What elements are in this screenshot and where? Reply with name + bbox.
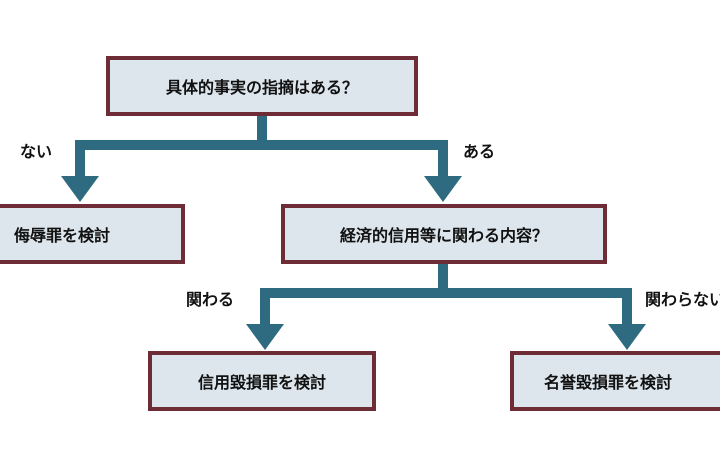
root-stem: [257, 116, 267, 148]
not-related-branch-arrowhead: [608, 324, 646, 350]
credit-defamation-box: 信用毀損罪を検討: [148, 351, 376, 411]
yes-branch-arrowhead: [424, 176, 462, 202]
edge-label-related: 関わる: [186, 290, 235, 309]
insult-text: 侮辱罪を検討: [14, 226, 111, 245]
root-branch: [75, 140, 448, 150]
credit-question-text: 経済的信用等に関わる内容？: [339, 226, 548, 245]
defamation-box: 名誉毀損罪を検討: [510, 351, 720, 411]
credit-branch: [260, 288, 632, 298]
insult-box: 侮辱罪を検討: [0, 204, 185, 264]
related-branch-shaft: [260, 288, 270, 326]
no-branch-arrowhead: [61, 176, 99, 202]
edge-label-yes: ある: [463, 142, 496, 161]
related-branch-arrowhead: [246, 324, 284, 350]
no-branch-shaft: [75, 140, 85, 178]
root-question-text: 具体的事実の指摘はある？: [165, 78, 358, 97]
root-question-box: 具体的事実の指摘はある？: [106, 56, 418, 116]
yes-branch-shaft: [438, 140, 448, 178]
credit-stem: [438, 262, 448, 296]
edge-label-not-related: 関わらない: [645, 290, 720, 309]
credit-defamation-text: 信用毀損罪を検討: [197, 373, 326, 392]
not-related-branch-shaft: [622, 288, 632, 326]
credit-question-box: 経済的信用等に関わる内容？: [281, 204, 607, 264]
defamation-text: 名誉毀損罪を検討: [544, 373, 673, 392]
edge-label-no: ない: [20, 142, 53, 161]
